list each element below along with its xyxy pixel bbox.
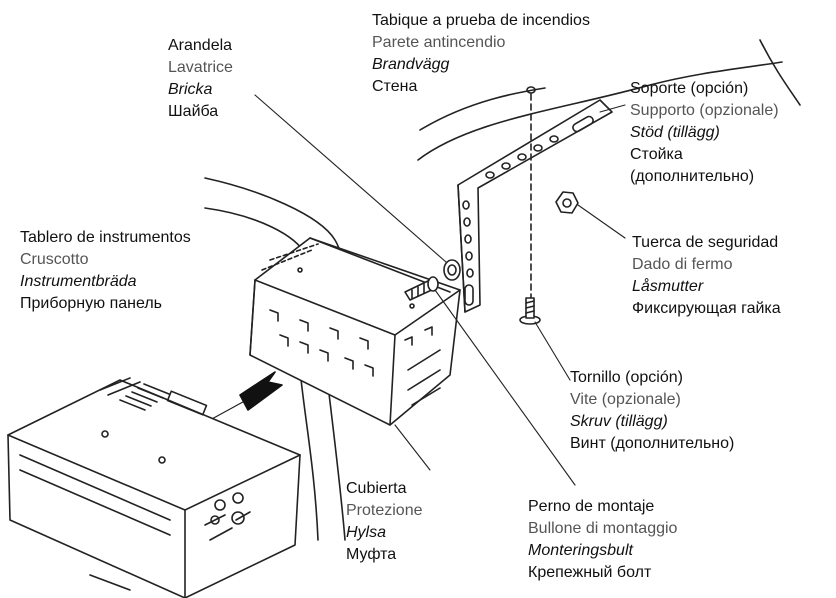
locknut-label-ru: Фиксирующая гайка — [632, 300, 781, 317]
mounting-bolt-part — [404, 276, 439, 301]
leader-washer — [254, 94, 447, 263]
bolt-label-sv: Monteringsbult — [528, 542, 633, 559]
washer-part — [443, 259, 461, 281]
bolt-label-ru: Крепежный болт — [528, 564, 652, 581]
sleeve-label-sv: Hylsa — [346, 524, 387, 541]
callout-screw: Tornillo (opción) Vite (opzionale) Skruv… — [570, 367, 734, 455]
lock-nut-part — [555, 191, 579, 214]
sleeve-label-es: Cubierta — [346, 480, 407, 497]
callout-dashboard: Tablero de instrumentos Cruscotto Instru… — [20, 227, 191, 315]
firewall-label-ru: Стена — [372, 78, 418, 95]
leader-bracket — [599, 104, 626, 113]
callout-bracket: Soporte (opción) Supporto (opzionale) St… — [630, 78, 779, 188]
washer-label-sv: Bricka — [168, 81, 213, 98]
support-bracket — [457, 99, 613, 313]
bolt-label-es: Perno de montaje — [528, 498, 655, 515]
locknut-label-sv: Låsmutter — [632, 278, 704, 295]
firewall-label-es: Tabique a prueba de incendios — [372, 12, 590, 29]
bracket-label-es: Soporte (opción) — [630, 80, 749, 97]
screw-label-it: Vite (opzionale) — [570, 391, 681, 408]
screw-hole — [526, 86, 536, 94]
bracket-label-ru: Стойка — [630, 146, 683, 163]
head-unit — [7, 377, 301, 598]
leader-lines[interactable] — [254, 94, 626, 486]
screw-label-sv: Skruv (tillägg) — [570, 413, 668, 430]
dashboard-label-es: Tablero de instrumentos — [20, 229, 191, 246]
leader-screw — [534, 321, 571, 381]
callout-locknut: Tuerca de seguridad Dado di fermo Låsmut… — [632, 232, 781, 320]
locknut-label-es: Tuerca de seguridad — [632, 234, 779, 251]
bolt-label-it: Bullone di montaggio — [528, 520, 678, 537]
callout-washer: Arandela Lavatrice Bricka Шайба — [168, 35, 233, 123]
dashboard-label-ru: Приборную панель — [20, 295, 163, 312]
screw-part — [519, 297, 541, 325]
washer-label-ru: Шайба — [168, 103, 219, 120]
leader-locknut — [577, 204, 626, 239]
dashboard-label-sv: Instrumentbräda — [20, 273, 137, 290]
dashboard-label-it: Cruscotto — [20, 251, 89, 268]
leader-bolt — [434, 289, 576, 486]
firewall-label-it: Parete antincendio — [372, 34, 506, 51]
sleeve-label-ru: Муфта — [346, 546, 397, 563]
leader-sleeve — [394, 424, 431, 471]
sleeve-label-it: Protezione — [346, 502, 423, 519]
callout-sleeve: Cubierta Protezione Hylsa Муфта — [346, 478, 423, 566]
locknut-label-it: Dado di fermo — [632, 256, 733, 273]
callout-firewall: Tabique a prueba de incendios Parete ant… — [372, 10, 590, 98]
insertion-arrow — [209, 371, 283, 421]
screw-label-es: Tornillo (opción) — [570, 369, 683, 386]
bracket-label-sv: Stöd (tillägg) — [630, 124, 720, 141]
washer-label-es: Arandela — [168, 37, 233, 54]
firewall-label-sv: Brandvägg — [372, 56, 450, 73]
mounting-sleeve — [249, 237, 461, 426]
screw-label-ru: Винт (дополнительно) — [570, 435, 735, 452]
washer-label-it: Lavatrice — [168, 59, 233, 76]
bracket-label-it: Supporto (opzionale) — [630, 102, 779, 119]
bracket-label-ru2: (дополнительно) — [630, 168, 755, 185]
callout-bolt: Perno de montaje Bullone di montaggio Mo… — [528, 496, 677, 584]
